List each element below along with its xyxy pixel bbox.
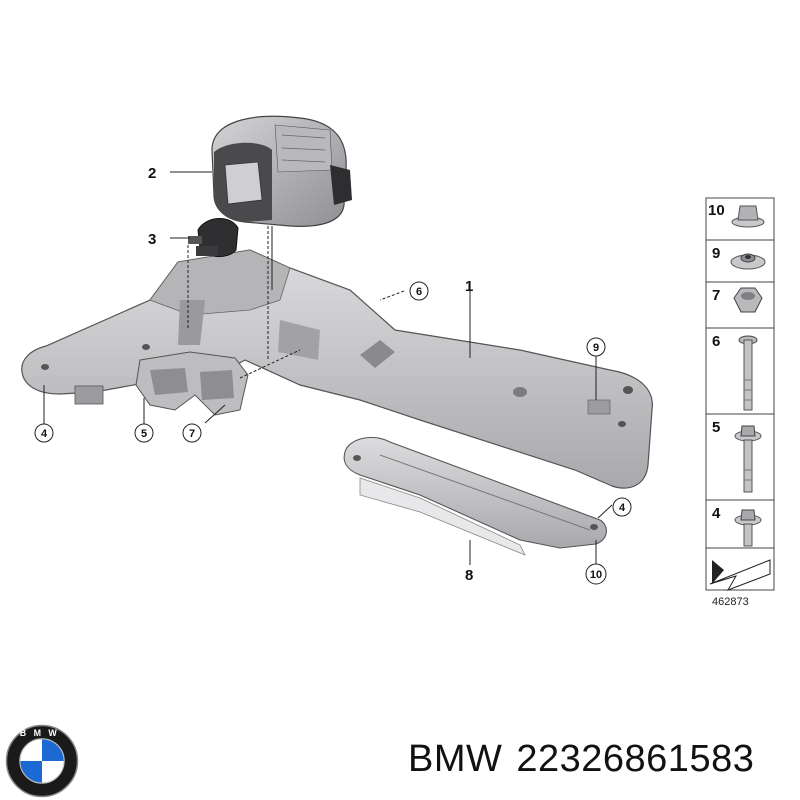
hex-nut-icon: [733, 287, 763, 313]
hardware-number-5: 5: [712, 419, 720, 436]
svg-text:7: 7: [189, 428, 195, 440]
leader-lines: [43, 171, 613, 565]
brand-name: BMW: [408, 738, 503, 780]
nut-with-washer-icon: [731, 205, 765, 228]
hardware-number-10: 10: [708, 202, 725, 219]
callout-5: 5: [134, 423, 154, 443]
hardware-number-6: 6: [712, 333, 720, 350]
svg-text:9: 9: [593, 342, 599, 354]
svg-text:5: 5: [141, 428, 147, 440]
transmission-mount: [211, 115, 352, 227]
direction-arrow-icon: [709, 559, 771, 591]
short-bolt-icon: [734, 509, 762, 547]
svg-text:4: 4: [41, 428, 48, 440]
part-caption: BMW 22326861583: [408, 738, 768, 781]
callout-4-left: 4: [34, 423, 54, 443]
label-part-8: 8: [465, 567, 473, 584]
hardware-number-7: 7: [712, 287, 720, 304]
hardware-number-9: 9: [712, 245, 720, 262]
svg-text:6: 6: [416, 286, 422, 298]
transmission-support-carrier: [21, 249, 653, 489]
svg-text:10: 10: [590, 569, 602, 581]
part-number: 22326861583: [516, 738, 755, 780]
collar-nut-icon: [730, 253, 766, 270]
hardware-number-4: 4: [712, 505, 721, 522]
label-part-3: 3: [148, 231, 156, 248]
hardware-column: 10 9 7 6 5 4: [705, 197, 775, 591]
bmw-logo-icon: BMW: [5, 724, 79, 798]
label-part-1: 1: [465, 278, 473, 295]
callout-4-right: 4: [612, 497, 632, 517]
long-bolt-icon: [738, 335, 758, 411]
diagram-reference-number: 462873: [712, 596, 749, 608]
lower-strut: [343, 437, 607, 556]
bolt-with-washer-icon: [734, 425, 762, 493]
bump-stop: [188, 218, 239, 257]
callout-6: 6: [409, 281, 429, 301]
svg-text:4: 4: [619, 502, 626, 514]
label-part-2: 2: [148, 165, 156, 182]
svg-text:BMW: BMW: [20, 728, 64, 738]
callout-7: 7: [182, 423, 202, 443]
callout-10: 10: [585, 563, 607, 585]
callout-9: 9: [586, 337, 606, 357]
